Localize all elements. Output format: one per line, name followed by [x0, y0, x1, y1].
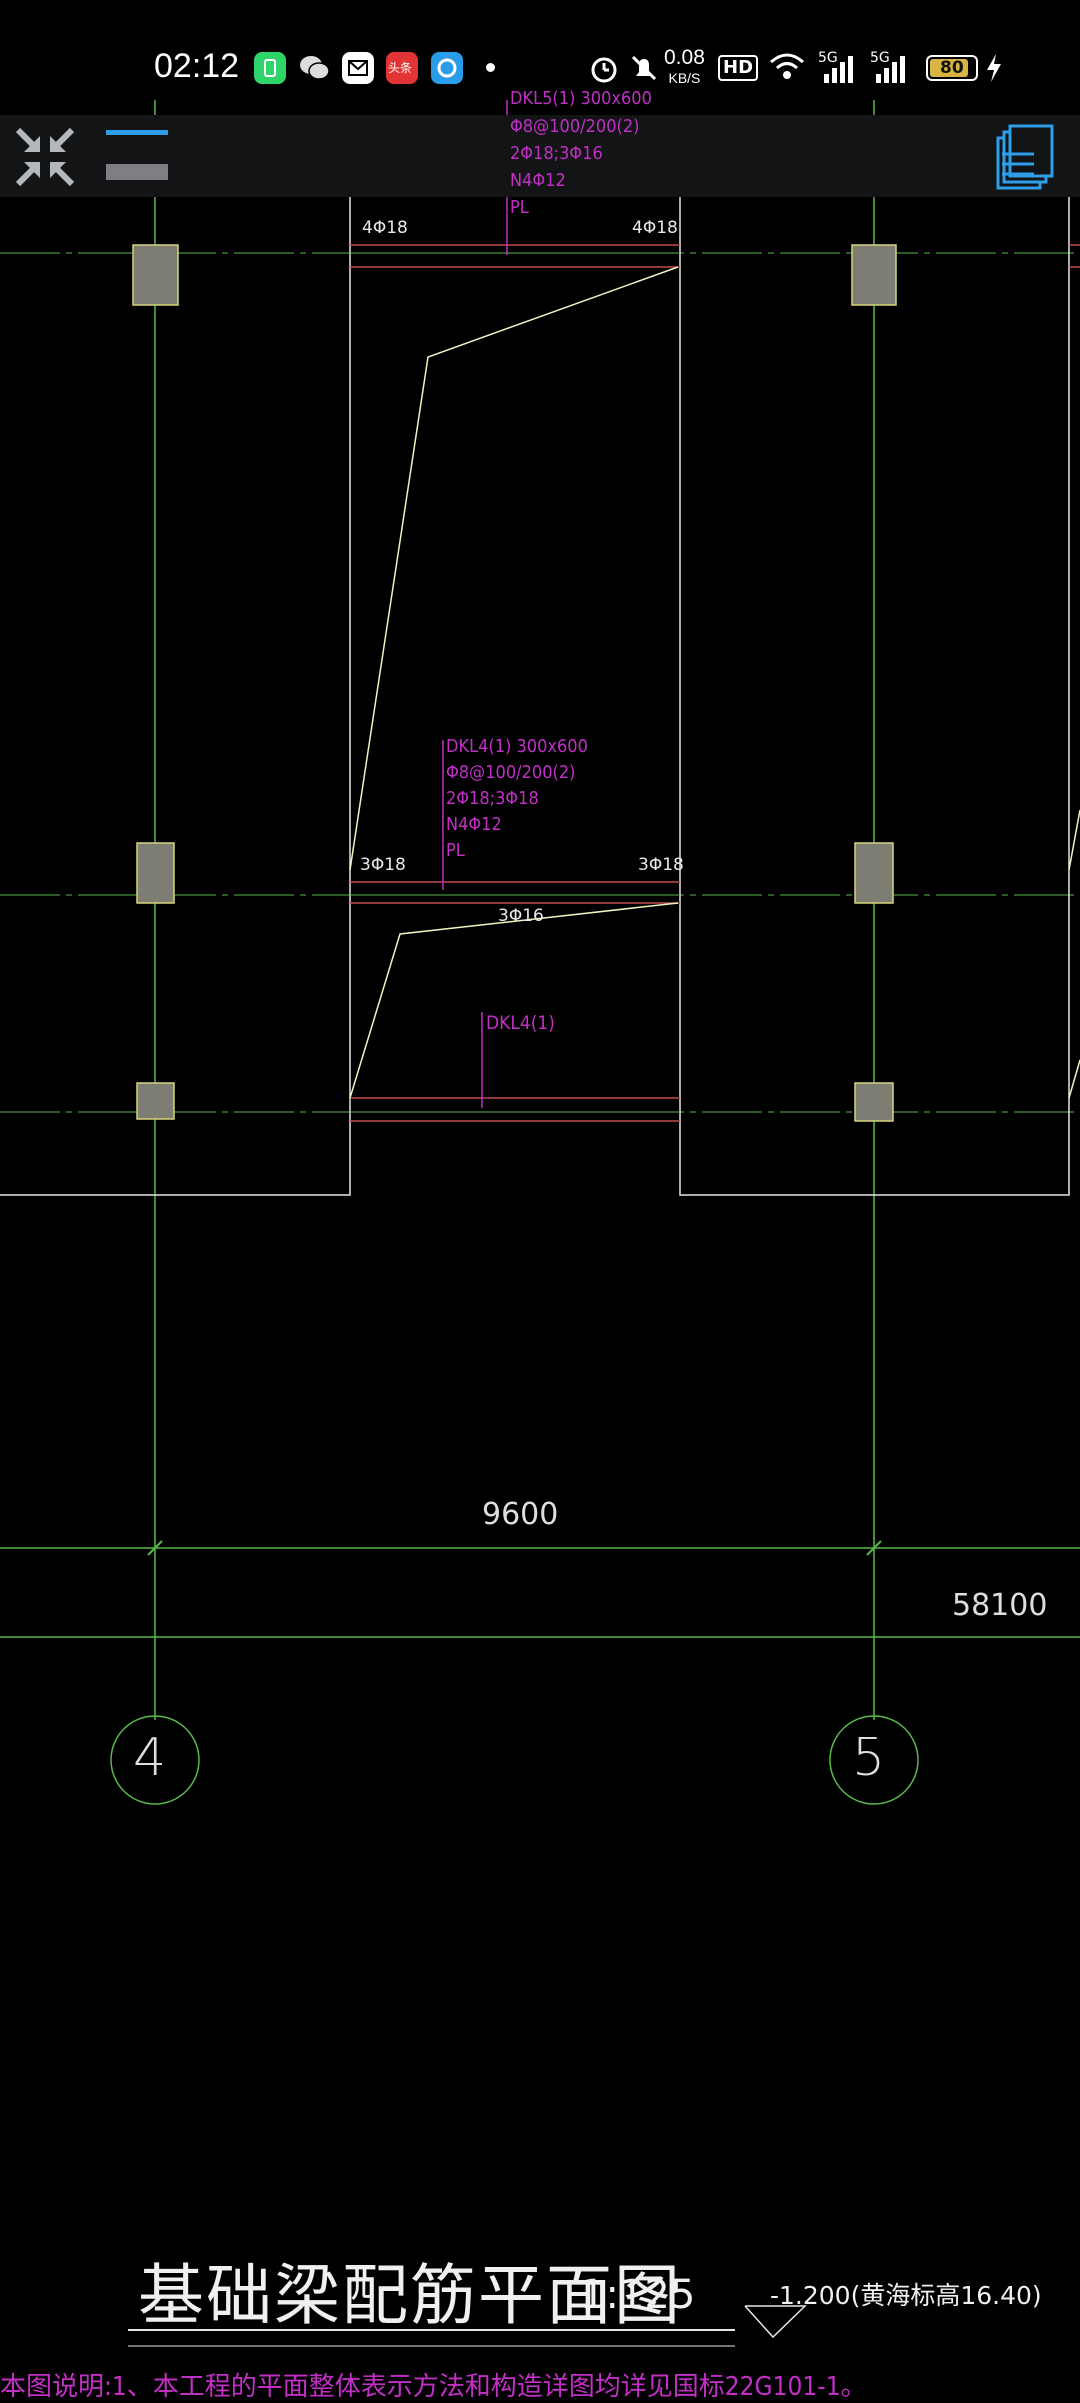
- dkl4-mid-bottom-rebar: 3Φ16: [498, 906, 544, 926]
- battery-percent: 80: [940, 58, 964, 78]
- charging-icon: [987, 54, 1001, 82]
- alarm-icon: [591, 57, 617, 83]
- foundation-outline-left: [0, 162, 351, 1196]
- browser-icon: [431, 52, 463, 84]
- dkl4-mid-left-top-rebar: 3Φ18: [360, 855, 406, 875]
- dkl4-bottom-label: DKL4(1): [486, 1012, 555, 1034]
- status-time: 02:12: [154, 47, 240, 85]
- phone-manager-icon: [254, 52, 286, 84]
- signal-1-label: 5G: [818, 50, 838, 66]
- drawing-note: 本图说明:1、本工程的平面整体表示方法和构造详图均详见国标22G101-1。: [0, 2372, 867, 2402]
- dot-icon: [486, 63, 495, 72]
- dkl5-rebar: 2Φ18;3Φ16: [510, 143, 603, 164]
- dkl4-mid-side: N4Φ12: [446, 814, 502, 835]
- wifi-icon: [770, 53, 804, 79]
- dkl4-mid-label: DKL4(1) 300x600: [446, 736, 588, 757]
- beam-dkl4-bottom: [350, 1097, 680, 1122]
- toutiao-label: 头条: [388, 61, 413, 75]
- dkl5-left-top-rebar: 4Φ18: [362, 218, 408, 238]
- hd-label: HD: [723, 57, 754, 78]
- net-speed-unit: KB/S: [668, 70, 701, 86]
- column-5b: [854, 842, 894, 904]
- moment-line-edge-1: [1068, 809, 1080, 871]
- net-speed: 0.08 KB/S: [664, 46, 705, 88]
- dkl5-pl: PL: [510, 197, 529, 218]
- beam-dkl5: [350, 244, 680, 268]
- net-speed-value: 0.08: [664, 46, 705, 69]
- status-bar: 02:12 头条 0.08 KB/S HD 5G 5G 80: [0, 0, 1080, 135]
- drawing-scale: 1:125: [580, 2272, 696, 2318]
- signal-bars-icon: [824, 56, 853, 83]
- collapse-arrows-icon: [15, 127, 75, 187]
- collapse-button[interactable]: [12, 124, 78, 190]
- moment-line-edge-2: [1068, 1059, 1080, 1099]
- dkl5-right-top-rebar: 4Φ18: [632, 218, 678, 238]
- beam-dkl4-mid: [350, 881, 680, 904]
- column-4c: [136, 1082, 175, 1120]
- layers-icon: [996, 124, 1054, 190]
- column-4b: [136, 842, 175, 904]
- dkl4-mid-right-top-rebar: 3Φ18: [638, 855, 684, 875]
- dimension-total-text: 58100: [952, 1588, 1048, 1623]
- battery-indicator: 80: [926, 55, 978, 81]
- drawing-title: 基础梁配筋平面图: [138, 2257, 682, 2334]
- dkl5-label-cut: DKL5(1) 300x600: [510, 88, 652, 109]
- axis-bubble-5: [829, 1715, 919, 1805]
- hd-badge: HD: [718, 55, 759, 81]
- dkl5-side: N4Φ12: [510, 170, 566, 191]
- dimension-tick-4: [147, 1540, 163, 1556]
- signal-2-label: 5G: [870, 50, 890, 66]
- elevation-text: -1.200(黄海标高16.40): [770, 2281, 1042, 2310]
- wechat-icon: [298, 52, 330, 84]
- dkl4-mid-stirrup: Φ8@100/200(2): [446, 762, 576, 783]
- moment-line-lower: [349, 902, 679, 1099]
- dkl5-stirrup: Φ8@100/200(2): [510, 116, 640, 137]
- menu-button[interactable]: [104, 130, 170, 186]
- moment-line-upper: [349, 266, 679, 871]
- mail-icon: [342, 52, 374, 84]
- dimension-span-text: 9600: [482, 1497, 559, 1532]
- column-5c: [854, 1082, 894, 1122]
- mute-icon: [631, 55, 657, 81]
- column-4a: [132, 244, 179, 306]
- cad-toolbar: [0, 115, 1080, 197]
- dimension-tick-5: [866, 1540, 882, 1556]
- axis-label-4: 4: [133, 1728, 167, 1788]
- column-5a: [851, 244, 897, 306]
- elevation-symbol: [744, 2305, 807, 2339]
- dkl4-mid-pl: PL: [446, 840, 465, 861]
- battery-level: [930, 59, 969, 77]
- toutiao-icon: 头条: [386, 52, 418, 84]
- dkl4-mid-rebar: 2Φ18;3Φ18: [446, 788, 539, 809]
- axis-bubble-4: [110, 1715, 200, 1805]
- signal-bars-icon: [876, 56, 905, 83]
- axis-label-5: 5: [852, 1728, 886, 1788]
- layers-button[interactable]: [988, 122, 1060, 194]
